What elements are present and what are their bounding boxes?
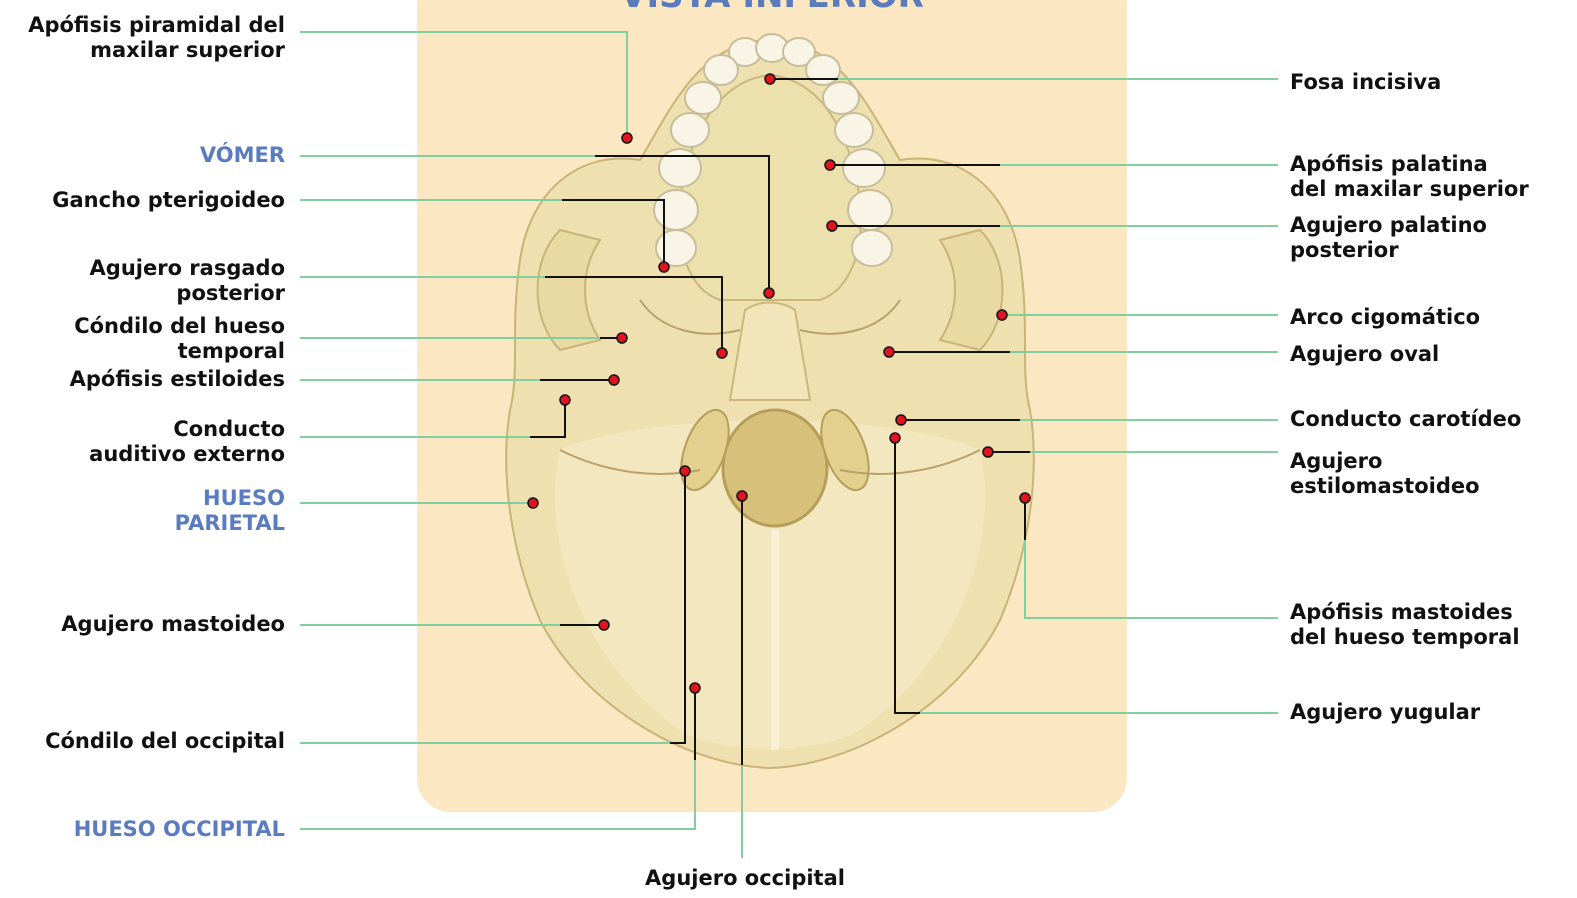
dot-condilo-occipital (680, 466, 690, 476)
label-condilo-occipital: Cóndilo del occipital (45, 729, 285, 754)
dot-mastoideo (599, 620, 609, 630)
label-agujero-mastoideo: Agujero mastoideo (61, 612, 285, 637)
dot-auditivo (560, 395, 570, 405)
dot-condilo-temporal (617, 333, 627, 343)
dot-palatino (827, 221, 837, 231)
dot-carotideo (896, 415, 906, 425)
dot-fosa-incisiva (765, 74, 775, 84)
label-agujero-oval: Agujero oval (1290, 342, 1439, 367)
dot-estilomastoideo (983, 447, 993, 457)
dot-yugular (890, 433, 900, 443)
foramen-magnum (723, 410, 827, 526)
label-gancho-pterigoideo: Gancho pterigoideo (52, 188, 285, 213)
dot-cigomatico (997, 310, 1007, 320)
dot-palatina (825, 160, 835, 170)
dot-estiloides (609, 375, 619, 385)
dot-apofisis-piramidal (622, 133, 632, 143)
label-agujero-occipital: Agujero occipital (620, 866, 870, 891)
label-agujero-yugular: Agujero yugular (1290, 700, 1480, 725)
label-vomer: VÓMER (200, 143, 285, 168)
label-hueso-occipital: HUESO OCCIPITAL (74, 817, 285, 842)
dot-oval (884, 347, 894, 357)
label-conducto-carotideo: Conducto carotídeo (1290, 407, 1521, 432)
dot-gancho (659, 262, 669, 272)
dot-parietal (528, 498, 538, 508)
dot-vomer (764, 288, 774, 298)
dot-mastoides (1020, 493, 1030, 503)
label-fosa-incisiva: Fosa incisiva (1290, 70, 1441, 95)
dot-hueso-occipital (690, 683, 700, 693)
figure-title: VISTA INFERIOR (417, 0, 1127, 16)
label-apofisis-estiloides: Apófisis estiloides (70, 367, 285, 392)
label-arco-cigomatico: Arco cigomático (1290, 305, 1480, 330)
dot-agujero-occipital (737, 491, 747, 501)
dot-rasgado (717, 348, 727, 358)
